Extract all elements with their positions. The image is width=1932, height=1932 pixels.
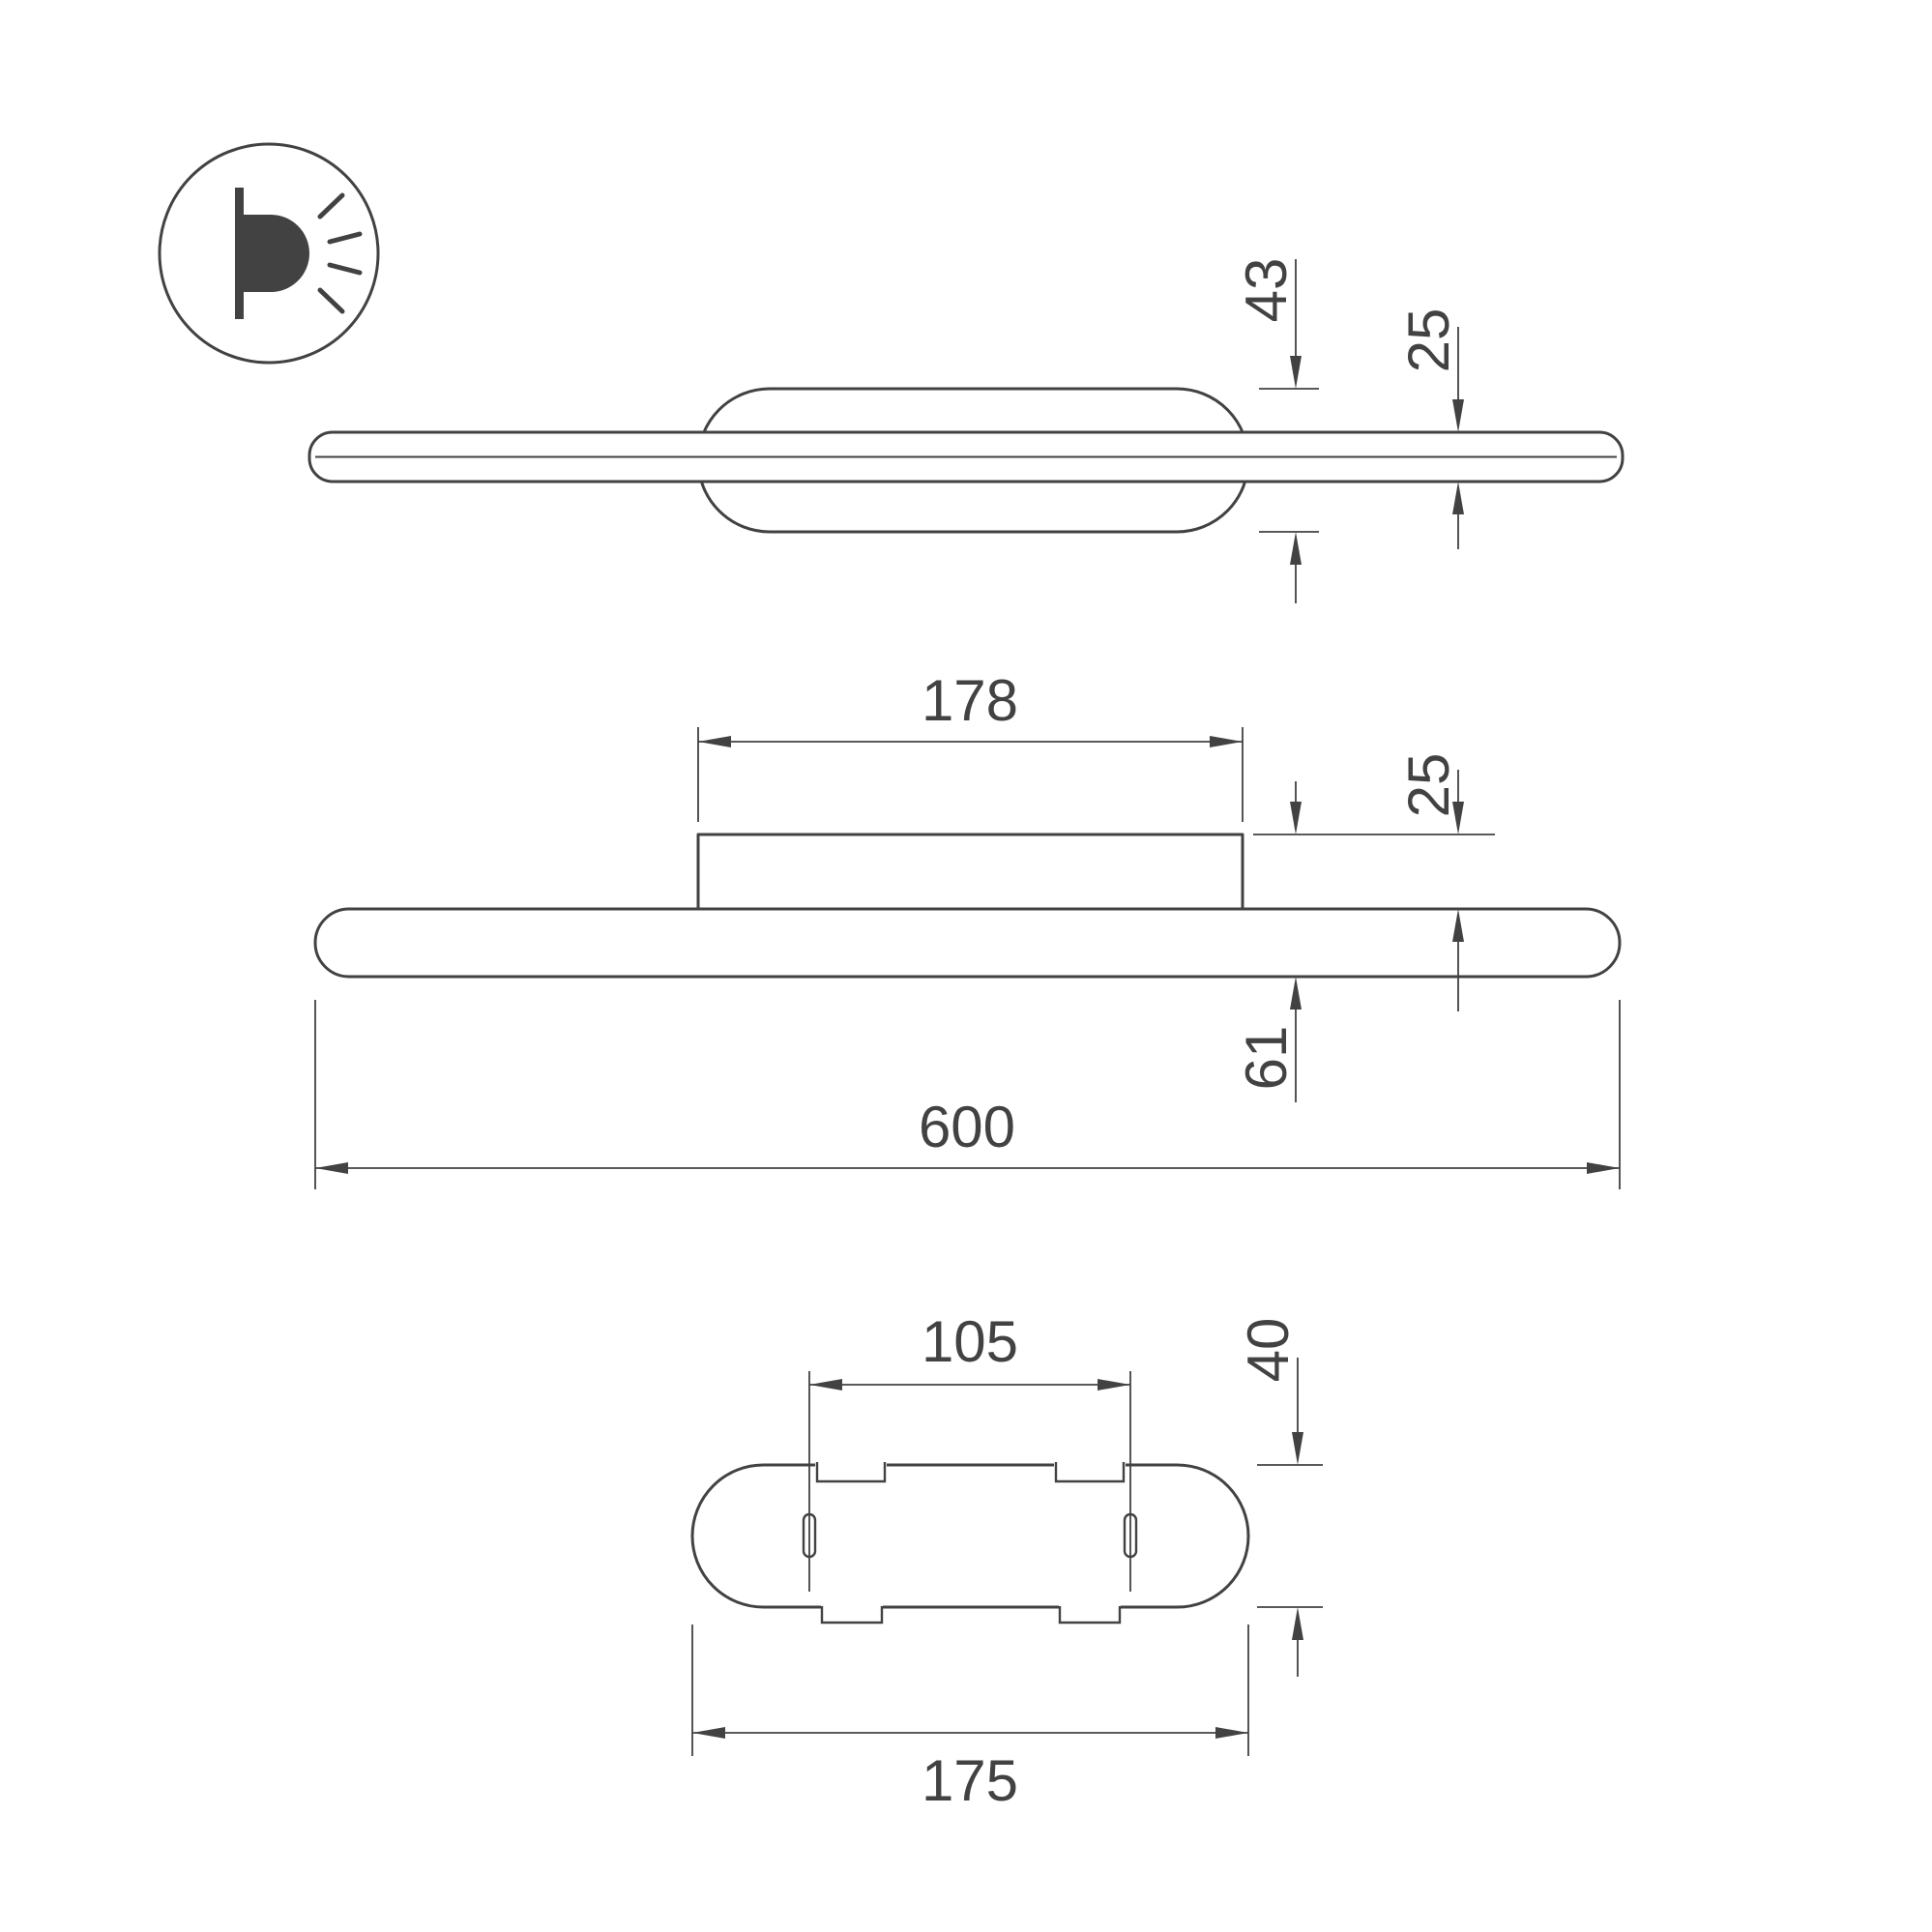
dim-body-height-label: 43 <box>1234 258 1299 323</box>
icon-wall-bar <box>235 188 244 319</box>
dim-body-height: 43 <box>1234 258 1319 603</box>
bracket-tab-right <box>1058 1603 1122 1625</box>
bracket-view: 105 40 175 <box>690 1309 1323 1813</box>
icon-lamp-body <box>244 215 309 292</box>
bracket-outline <box>690 1463 1250 1609</box>
front-view: 178 25 61 600 <box>313 668 1622 1189</box>
dim-mount-box-depth: 25 <box>1396 753 1464 1011</box>
dim-total-depth: 61 <box>1234 781 1302 1102</box>
front-view-panel <box>313 907 1622 979</box>
bracket-notch-left <box>815 1460 887 1483</box>
dim-bracket-length: 175 <box>691 1625 1249 1813</box>
dim-total-depth-label: 61 <box>1234 1026 1299 1091</box>
dim-bracket-length-label: 175 <box>922 1748 1018 1813</box>
dim-panel-thickness: 25 <box>1396 308 1464 549</box>
dim-overall-length-label: 600 <box>919 1095 1015 1159</box>
dim-bracket-width: 40 <box>1236 1318 1323 1677</box>
icon-circle <box>158 142 380 365</box>
bracket-notch-right <box>1054 1460 1126 1483</box>
bracket-tab-left <box>820 1603 884 1625</box>
dim-mount-box-depth-label: 25 <box>1396 753 1461 818</box>
side-view: 43 25 <box>307 258 1625 603</box>
dim-hole-spacing-label: 105 <box>922 1309 1018 1374</box>
dim-mount-box-width: 178 <box>697 668 1244 822</box>
icon-light-rays <box>317 192 363 314</box>
dim-mount-box-width-label: 178 <box>922 668 1018 733</box>
dim-bracket-width-label: 40 <box>1236 1318 1301 1383</box>
front-view-mount-box <box>696 833 1244 911</box>
dim-overall-length: 600 <box>314 1000 1621 1189</box>
dim-panel-thickness-label: 25 <box>1396 308 1461 373</box>
wall-light-icon <box>158 142 380 365</box>
dim-hole-spacing: 105 <box>809 1309 1130 1390</box>
